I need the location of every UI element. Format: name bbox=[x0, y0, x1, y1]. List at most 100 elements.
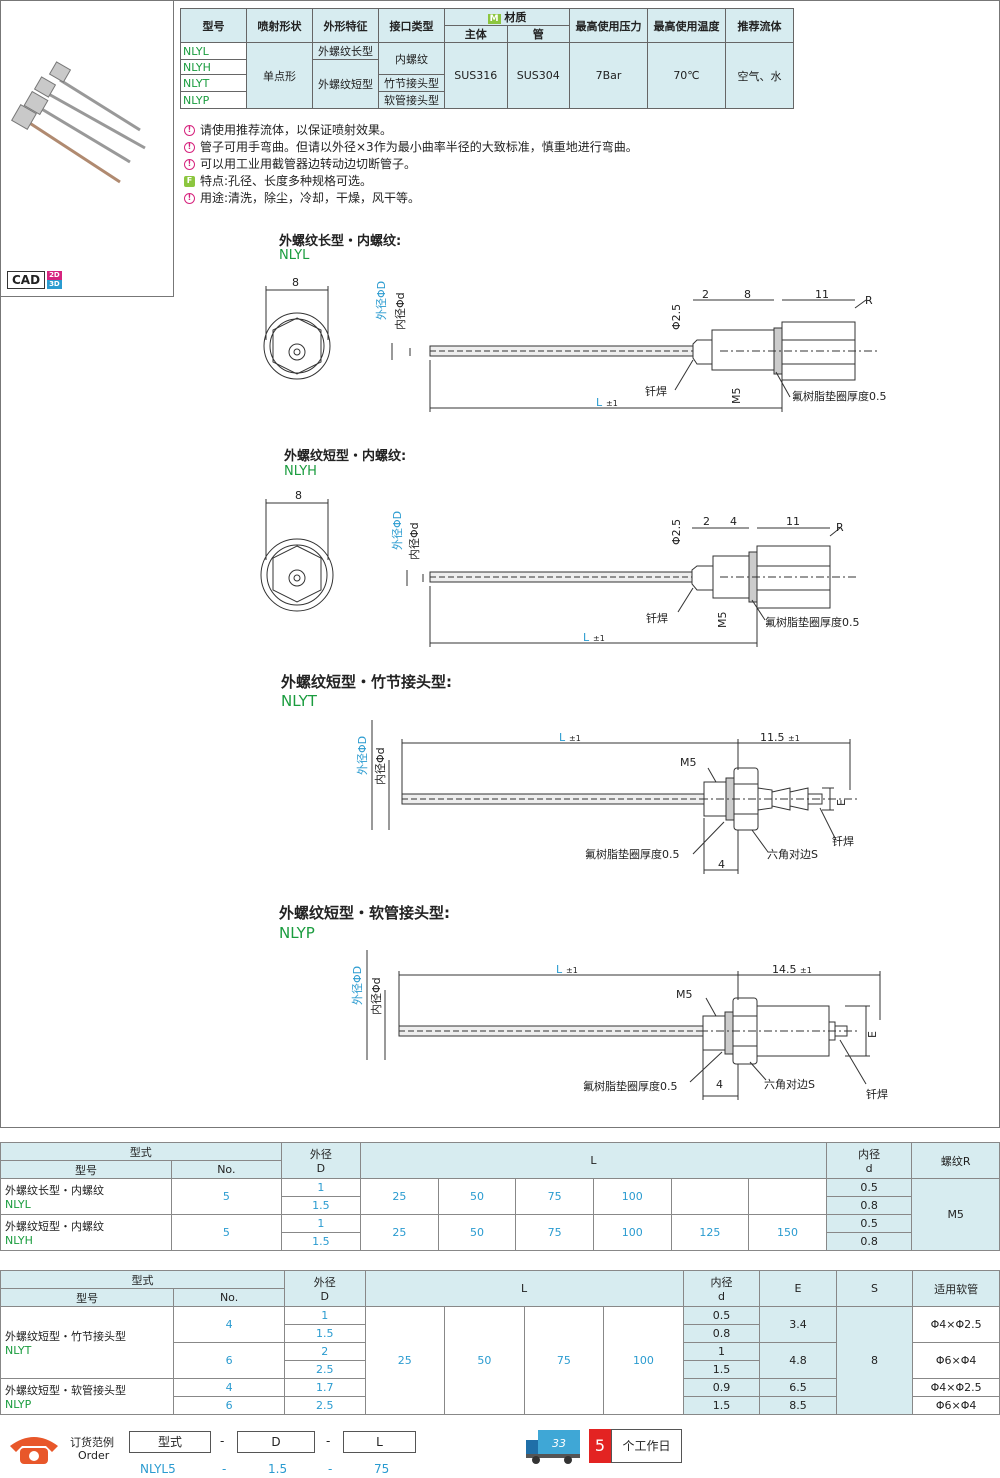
spec-header: 材质 bbox=[504, 11, 527, 24]
label-m5: M5 bbox=[676, 988, 693, 1001]
table-header: 型号 bbox=[0, 1288, 175, 1307]
note-text: 可以用工业用截管器边转动边切断管子。 bbox=[200, 157, 417, 171]
delivery-days-label: 个工作日 bbox=[611, 1429, 682, 1463]
label-m5: M5 bbox=[680, 756, 697, 769]
dim-l: L bbox=[583, 631, 590, 644]
row-no: 6 bbox=[173, 1396, 285, 1415]
dim-l: L bbox=[556, 963, 563, 976]
warning-icon: ! bbox=[184, 193, 195, 204]
table-header: 型式 bbox=[0, 1270, 285, 1289]
order-dash: - bbox=[326, 1434, 331, 1448]
cad-badge[interactable]: CAD 2D 3D bbox=[7, 271, 62, 289]
label-hex-s: 六角对边S bbox=[764, 1077, 815, 1091]
spec-max-temp: 70℃ bbox=[647, 42, 726, 109]
section-title: 外螺纹短型・内螺纹: bbox=[284, 449, 407, 464]
cad-3d-label: 3D bbox=[47, 280, 62, 289]
row-name: 外螺纹长型・内螺纹 bbox=[5, 1184, 104, 1197]
row-name: 外螺纹短型・内螺纹 bbox=[5, 1220, 104, 1233]
dim-e: E bbox=[835, 799, 848, 806]
order-box-l: L bbox=[343, 1431, 416, 1453]
product-photo bbox=[11, 61, 146, 184]
row-id: 0.8 bbox=[682, 1324, 761, 1343]
section-title: 外螺纹短型・软管接头型: bbox=[279, 904, 450, 922]
order-box-type: 型式 bbox=[129, 1431, 211, 1453]
section-title: 外螺纹长型・内螺纹: bbox=[279, 234, 402, 249]
row-name: 外螺纹短型・竹节接头型 bbox=[5, 1330, 126, 1343]
label-gasket: 氟树脂垫圈厚度0.5 bbox=[792, 389, 887, 403]
row-code: NLYT bbox=[5, 1344, 32, 1357]
row-thread: M5 bbox=[911, 1178, 1000, 1251]
table-header: E bbox=[759, 1270, 837, 1307]
row-id: 1 bbox=[682, 1342, 761, 1361]
row-id: 0.9 bbox=[682, 1378, 761, 1397]
spec-table: 型号 喷射形状 外形特征 接口类型 M 材质 最高使用压力 最高使用温度 推荐流… bbox=[180, 8, 794, 109]
row-no: 4 bbox=[173, 1378, 285, 1397]
dim-4: 4 bbox=[718, 858, 725, 871]
delivery-truck-icon: 33 bbox=[526, 1430, 580, 1464]
label-weld: 钎焊 bbox=[646, 611, 668, 625]
row-l bbox=[670, 1178, 750, 1215]
spec-header: 最高使用压力 bbox=[569, 8, 648, 43]
row-code: NLYH bbox=[5, 1234, 33, 1247]
spec-header: 型号 bbox=[180, 8, 247, 43]
dim-r: R bbox=[865, 294, 873, 307]
dim-r: R bbox=[836, 521, 844, 534]
dim-outer-diameter: 外径ΦD bbox=[356, 736, 369, 775]
note-text: 用途:清洗，除尘，冷却，干燥，风干等。 bbox=[200, 191, 421, 205]
row-l: 50 bbox=[444, 1306, 525, 1415]
row-code: NLYP bbox=[5, 1398, 32, 1411]
row-id: 0.5 bbox=[825, 1178, 913, 1197]
section-code: NLYH bbox=[284, 464, 317, 479]
row-l: 75 bbox=[523, 1306, 605, 1415]
order-example: 订货范例 Order 型式 - D - L NLYL5 - 1.5 - 75 3… bbox=[0, 1428, 1000, 1478]
row-l: 100 bbox=[603, 1306, 684, 1415]
drawing-nlyp bbox=[366, 950, 881, 1100]
row-no: 5 bbox=[171, 1214, 282, 1251]
row-no: 6 bbox=[173, 1342, 285, 1379]
spec-header: 接口类型 bbox=[378, 8, 445, 43]
row-od: 1 bbox=[280, 1178, 362, 1197]
table-header: No. bbox=[171, 1160, 282, 1179]
product-thumbnail-box: CAD 2D 3D bbox=[0, 0, 174, 297]
section-code: NLYT bbox=[281, 692, 317, 710]
dim-outer-diameter: 外径ΦD bbox=[375, 281, 388, 320]
row-l: 150 bbox=[748, 1214, 827, 1251]
note-item: ! 用途:清洗，除尘，冷却，干燥，风干等。 bbox=[184, 190, 638, 207]
dim-l-tol: ±1 bbox=[566, 966, 578, 975]
dim-l-tol: ±1 bbox=[593, 634, 605, 643]
label-hex-s: 六角对边S bbox=[767, 847, 818, 861]
cad-2d-label: 2D bbox=[47, 271, 62, 280]
header-text: d bbox=[717, 1290, 725, 1303]
spec-feature: 外螺纹长型 bbox=[312, 42, 379, 60]
row-code: NLYL bbox=[5, 1198, 31, 1211]
spec-header: 外形特征 bbox=[312, 8, 379, 43]
row-hose: Φ6×Φ4 bbox=[912, 1396, 1000, 1415]
spec-pipe-material: SUS304 bbox=[506, 42, 570, 109]
order-dash: - bbox=[220, 1434, 225, 1448]
row-l: 50 bbox=[437, 1178, 517, 1215]
table-header: 型号 bbox=[0, 1160, 173, 1179]
notes-list: !请使用推荐流体，以保证喷射效果。 !管子可用手弯曲。但请以外径×3作为最小曲率… bbox=[184, 122, 638, 207]
order-label-en: Order bbox=[78, 1449, 110, 1462]
row-name: 外螺纹短型・软管接头型 bbox=[5, 1384, 126, 1397]
row-id: 1.5 bbox=[682, 1360, 761, 1379]
spec-subheader: 主体 bbox=[444, 25, 508, 43]
row-od: 2 bbox=[283, 1342, 366, 1361]
row-l: 75 bbox=[515, 1214, 594, 1251]
table-header: 适用软管 bbox=[912, 1270, 1000, 1307]
spec-fluid: 空气、水 bbox=[725, 42, 794, 109]
spec-header: 推荐流体 bbox=[725, 8, 794, 43]
row-l: 100 bbox=[592, 1178, 672, 1215]
order-label: 订货范例 bbox=[70, 1436, 114, 1449]
dim-2: 2 bbox=[702, 288, 709, 301]
note-item: !可以用工业用截管器边转动边切断管子。 bbox=[184, 156, 638, 173]
row-l: 75 bbox=[515, 1178, 594, 1215]
row-od: 1 bbox=[283, 1306, 366, 1325]
header-text: 内径 bbox=[858, 1148, 881, 1161]
row-od: 1.5 bbox=[280, 1196, 362, 1215]
dim-l: L bbox=[596, 396, 603, 409]
drawing-nlyl bbox=[263, 286, 880, 412]
dim-inner-diameter: 内径Φd bbox=[369, 977, 383, 1015]
row-od: 1.7 bbox=[283, 1378, 366, 1397]
